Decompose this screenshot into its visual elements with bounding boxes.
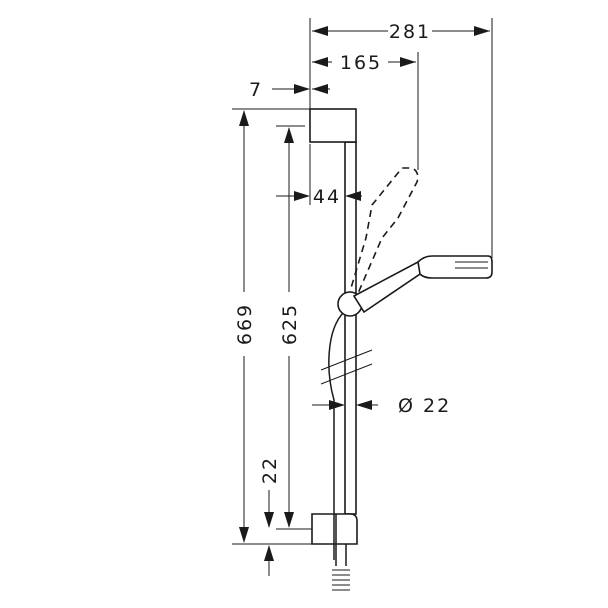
dim-625-arrow-bottom	[284, 512, 294, 528]
dimension-lines	[232, 18, 493, 576]
dim-22v-arrow-bottom	[264, 545, 274, 561]
dim-label-22-vertical: 22	[259, 456, 281, 484]
dim-165-arrow-right	[400, 57, 416, 67]
dim-label-44: 44	[313, 186, 341, 208]
dim-label-diameter: Ø 22	[398, 395, 451, 417]
dim-669-arrow-top	[239, 110, 249, 126]
dim-7-arrow-left	[294, 84, 310, 94]
dim-label-625: 625	[279, 303, 301, 345]
dim-281-arrow-right	[474, 26, 490, 36]
dim-44-arrow-left	[294, 191, 310, 201]
dim-label-281: 281	[389, 21, 431, 43]
shower-hose-end	[335, 514, 347, 566]
shower-hose	[328, 311, 345, 560]
dim-label-7: 7	[249, 79, 263, 101]
hose-connector	[332, 569, 350, 591]
handshower-head	[417, 255, 493, 279]
dim-label-165: 165	[340, 52, 382, 74]
top-wall-bracket	[309, 108, 357, 143]
dim-625-arrow-top	[284, 127, 294, 143]
dim-669-arrow-bottom	[239, 527, 249, 543]
dim-label-669: 669	[234, 303, 256, 345]
dim-44-arrow-right	[345, 191, 361, 201]
dim-7-arrow-right	[312, 84, 328, 94]
handshower-alt-position	[347, 167, 419, 299]
dim-22v-arrow-top	[264, 512, 274, 528]
handshower-spray-face	[455, 261, 488, 269]
dimension-labels: 281 165 7 44 669 625 22 Ø 22	[234, 21, 451, 484]
dim-281-arrow-left	[312, 26, 328, 36]
dim-dia-arrow-left	[329, 400, 345, 410]
dim-dia-arrow-right	[356, 400, 372, 410]
shower-set-product	[309, 108, 493, 591]
dim-165-arrow-left	[312, 57, 328, 67]
handshower-handle	[352, 261, 428, 314]
rail-break-line	[320, 349, 373, 385]
